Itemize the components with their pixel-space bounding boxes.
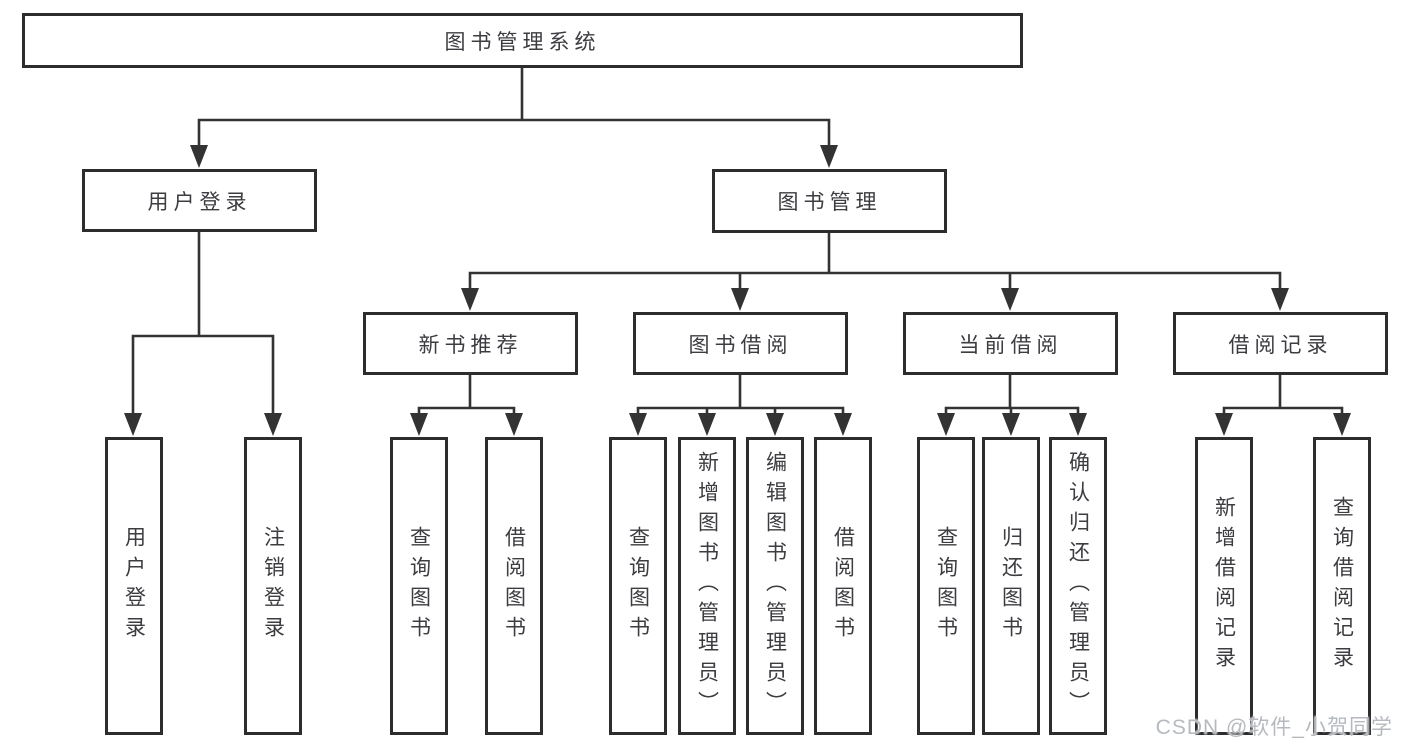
node-book-management: 图书管理: [712, 169, 947, 233]
node-book-management-label: 图书管理: [777, 191, 882, 214]
node-root-label: 图书管理系统: [444, 30, 601, 54]
watermark-text: CSDN @软件_小贺同学: [1155, 716, 1393, 739]
leaf-add-book-admin-label: 新增图书（管理员）: [695, 451, 719, 721]
leaf-query-book-recommend-label: 查询图书: [407, 526, 431, 646]
leaf-query-borrow-record: 查询借阅记录: [1313, 437, 1371, 735]
node-current-borrow: 当前借阅: [903, 312, 1118, 375]
leaf-logout: 注销登录: [244, 437, 302, 735]
leaf-query-book-current: 查询图书: [917, 437, 975, 735]
node-book-borrow-label: 图书借阅: [688, 333, 793, 357]
leaf-return-book-label: 归还图书: [999, 526, 1023, 646]
leaf-query-borrow-record-label: 查询借阅记录: [1330, 496, 1354, 676]
leaf-borrow-book-label: 借阅图书: [831, 526, 855, 646]
leaf-query-book-borrow-label: 查询图书: [626, 526, 650, 646]
leaf-query-book-borrow: 查询图书: [609, 437, 667, 735]
node-borrow-records: 借阅记录: [1173, 312, 1388, 375]
leaf-borrow-book-recommend: 借阅图书: [485, 437, 543, 735]
leaf-user-login-label: 用户登录: [122, 526, 146, 646]
leaf-borrow-book-recommend-label: 借阅图书: [502, 526, 526, 646]
leaf-user-login: 用户登录: [105, 437, 163, 735]
leaf-add-borrow-record: 新增借阅记录: [1195, 437, 1253, 735]
connector-lines: [131, 66, 1344, 416]
leaf-query-book-recommend: 查询图书: [390, 437, 448, 735]
node-current-borrow-label: 当前借阅: [958, 333, 1063, 357]
node-root: 图书管理系统: [22, 13, 1023, 68]
leaf-edit-book-admin-label: 编辑图书（管理员）: [763, 451, 787, 721]
node-borrow-records-label: 借阅记录: [1228, 333, 1333, 357]
leaf-edit-book-admin: 编辑图书（管理员）: [746, 437, 804, 735]
node-new-book-recommend: 新书推荐: [363, 312, 578, 375]
node-book-borrow: 图书借阅: [633, 312, 848, 375]
node-new-book-recommend-label: 新书推荐: [418, 333, 523, 357]
node-user-login-label: 用户登录: [147, 190, 252, 214]
arrow-heads: [124, 145, 1351, 436]
leaf-confirm-return-admin: 确认归还（管理员）: [1049, 437, 1107, 735]
leaf-confirm-return-admin-label: 确认归还（管理员）: [1066, 451, 1090, 721]
leaf-return-book: 归还图书: [982, 437, 1040, 735]
leaf-logout-label: 注销登录: [261, 526, 285, 646]
leaf-borrow-book: 借阅图书: [814, 437, 872, 735]
leaf-add-book-admin: 新增图书（管理员）: [678, 437, 736, 735]
leaf-query-book-current-label: 查询图书: [934, 526, 958, 646]
leaf-add-borrow-record-label: 新增借阅记录: [1212, 496, 1236, 676]
node-user-login: 用户登录: [82, 169, 317, 232]
